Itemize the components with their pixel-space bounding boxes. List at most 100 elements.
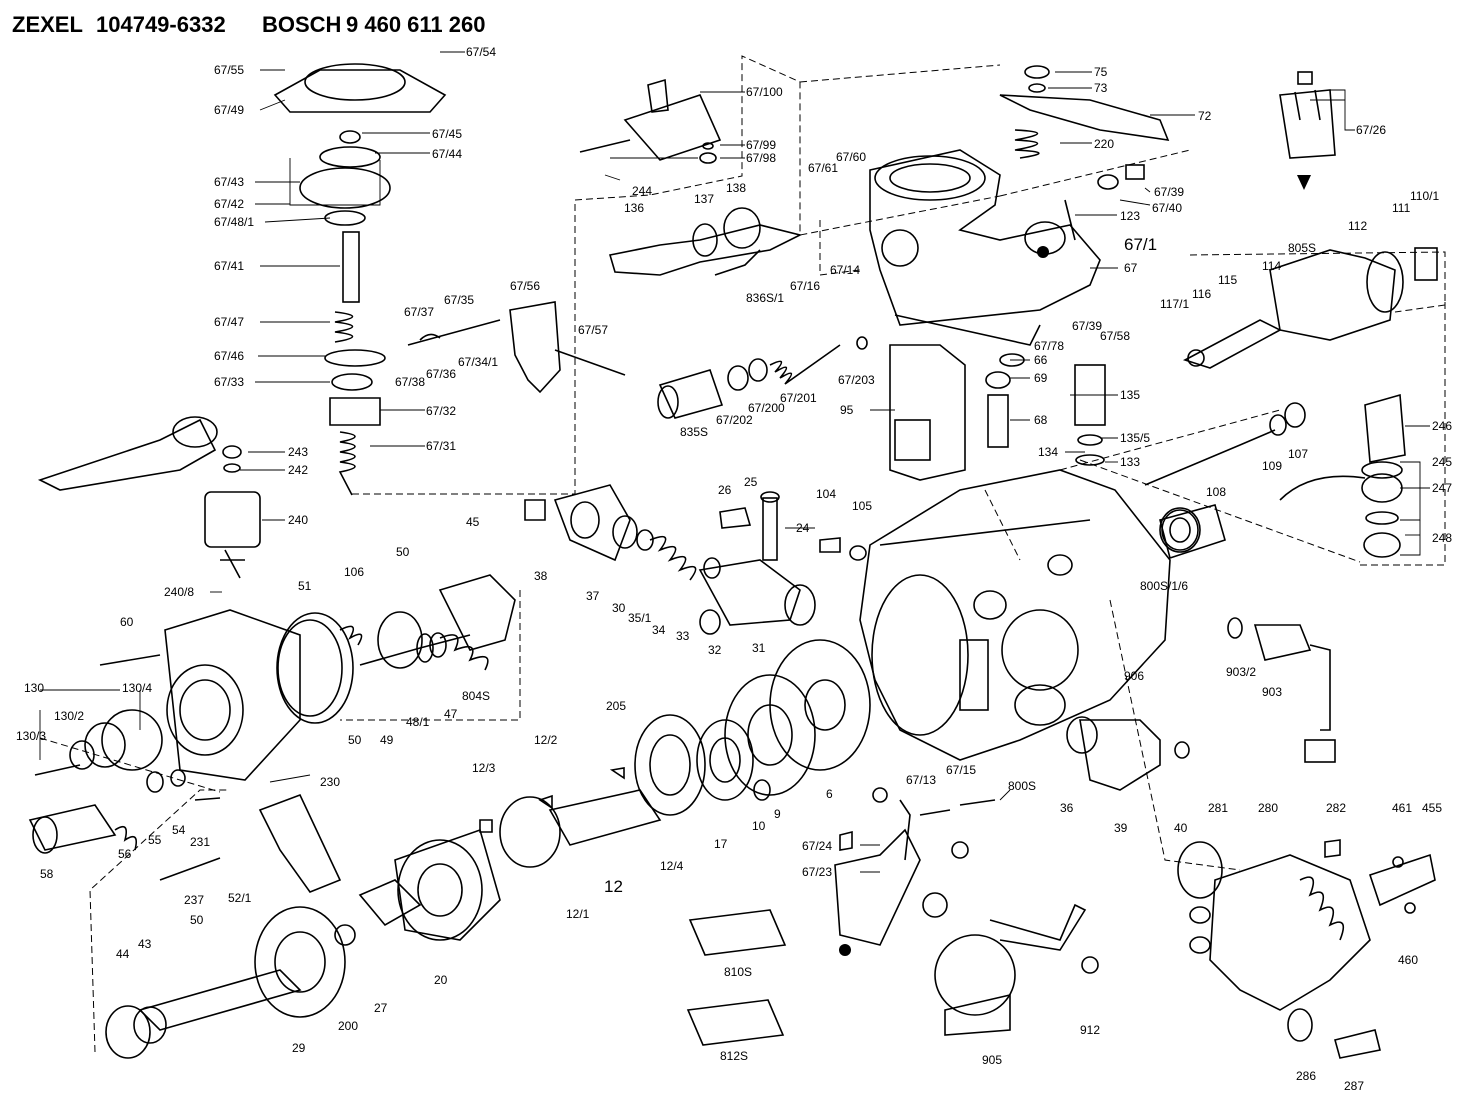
part-label: 67/57 <box>578 323 608 337</box>
timer-piston-parts <box>657 336 868 419</box>
part-label: 30 <box>612 601 626 615</box>
part-label: 75 <box>1094 65 1108 79</box>
part-label: 461 <box>1392 801 1412 815</box>
part-label: 130/4 <box>122 681 152 695</box>
part-label: 237 <box>184 893 204 907</box>
part-label: 67/38 <box>395 375 425 389</box>
part-label: 51 <box>298 579 312 593</box>
part-label: 67/200 <box>748 401 785 415</box>
part-label: 67/55 <box>214 63 244 77</box>
part-label: 67/61 <box>808 161 838 175</box>
governor-cover-housing <box>869 149 1101 346</box>
part-label: 460 <box>1398 953 1418 967</box>
part-label: 912 <box>1080 1023 1100 1037</box>
part-label: 111 <box>1392 201 1411 215</box>
cam-drive-parts <box>479 639 871 868</box>
part-label: 67/48/1 <box>214 215 254 229</box>
part-label: 130 <box>24 681 44 695</box>
part-label: 130/3 <box>16 729 46 743</box>
part-label: 32 <box>708 643 722 657</box>
gasket-kits <box>686 909 787 1046</box>
part-label: 240 <box>288 513 308 527</box>
part-label: 29 <box>292 1041 306 1055</box>
part-label: 38 <box>534 569 548 583</box>
part-label: 67/44 <box>432 147 462 161</box>
control-lever-assembly <box>407 301 626 394</box>
part-label: 50 <box>190 913 204 927</box>
part-label: 50 <box>348 733 362 747</box>
idle-bracket-assembly <box>834 787 996 956</box>
part-label: 800S <box>1008 779 1036 793</box>
part-label: 45 <box>466 515 480 529</box>
part-label: 67/47 <box>214 315 244 329</box>
part-label: 67/35 <box>444 293 474 307</box>
feed-valve-parts <box>28 769 342 893</box>
part-label: 240/8 <box>164 585 194 599</box>
part-label: 67/41 <box>214 259 244 273</box>
part-label: 220 <box>1094 137 1114 151</box>
part-label: 106 <box>344 565 364 579</box>
part-label: 67/34/1 <box>458 355 498 369</box>
part-label: 116 <box>1192 287 1211 301</box>
main-pump-housing <box>859 469 1201 761</box>
part-label: 836S/1 <box>746 291 784 305</box>
part-label: 135 <box>1120 388 1140 402</box>
part-label: 44 <box>116 947 130 961</box>
part-label: 48/1 <box>406 715 430 729</box>
part-label: 67/26 <box>1356 123 1386 137</box>
part-label: 200 <box>338 1019 358 1033</box>
regulating-valve-parts <box>339 574 516 671</box>
part-label: 56 <box>118 847 132 861</box>
part-label: 903/2 <box>1226 665 1256 679</box>
part-label: 73 <box>1094 81 1108 95</box>
part-label: 67/45 <box>432 127 462 141</box>
part-label: 104 <box>816 487 836 501</box>
part-label: 109 <box>1262 459 1282 473</box>
part-label: 112 <box>1348 219 1367 233</box>
part-label: 123 <box>1120 209 1140 223</box>
governor-springs <box>324 311 386 496</box>
part-label: 137 <box>694 192 714 206</box>
header-maker-zexel: ZEXEL <box>12 12 83 37</box>
part-label: 903 <box>1262 685 1282 699</box>
part-label: 34 <box>652 623 666 637</box>
part-label: 20 <box>434 973 448 987</box>
lever-shaft-parts <box>698 491 867 635</box>
part-label: 905 <box>982 1053 1002 1067</box>
part-label: 69 <box>1034 371 1048 385</box>
part-label: 55 <box>148 833 162 847</box>
part-label: 205 <box>606 699 626 713</box>
part-label: 12/1 <box>566 907 590 921</box>
part-label: 67/36 <box>426 367 456 381</box>
fuel-pipe-assembly <box>1144 393 1406 558</box>
part-label: 67/78 <box>1034 339 1064 353</box>
part-label: 67/42 <box>214 197 244 211</box>
part-label: 114 <box>1262 259 1281 273</box>
part-label: 805S <box>1288 241 1316 255</box>
part-label: 67/98 <box>746 151 776 165</box>
part-label: 135/5 <box>1120 431 1150 445</box>
part-label: 67/201 <box>780 391 817 405</box>
part-label: 67/54 <box>466 45 496 59</box>
part-label: 105 <box>852 499 872 513</box>
part-label: 67/202 <box>716 413 753 427</box>
part-label: 67/40 <box>1152 201 1182 215</box>
part-label: 67/49 <box>214 103 244 117</box>
part-label: 67/60 <box>836 150 866 164</box>
part-label: 67/100 <box>746 85 783 99</box>
part-label: 31 <box>752 641 766 655</box>
adjusting-screw-assembly <box>608 207 803 276</box>
part-label: 6 <box>826 787 833 801</box>
part-label: 67/32 <box>426 404 456 418</box>
part-label: 67/39 <box>1154 185 1184 199</box>
part-label: 9 <box>774 807 781 821</box>
part-label: 26 <box>718 483 732 497</box>
sensor-and-valve-parts <box>1066 504 1336 791</box>
part-label: 43 <box>138 937 152 951</box>
part-label: 24 <box>796 521 810 535</box>
part-label: 130/2 <box>54 709 84 723</box>
part-label: 54 <box>172 823 186 837</box>
part-label: 134 <box>1038 445 1058 459</box>
part-label: 810S <box>724 965 752 979</box>
